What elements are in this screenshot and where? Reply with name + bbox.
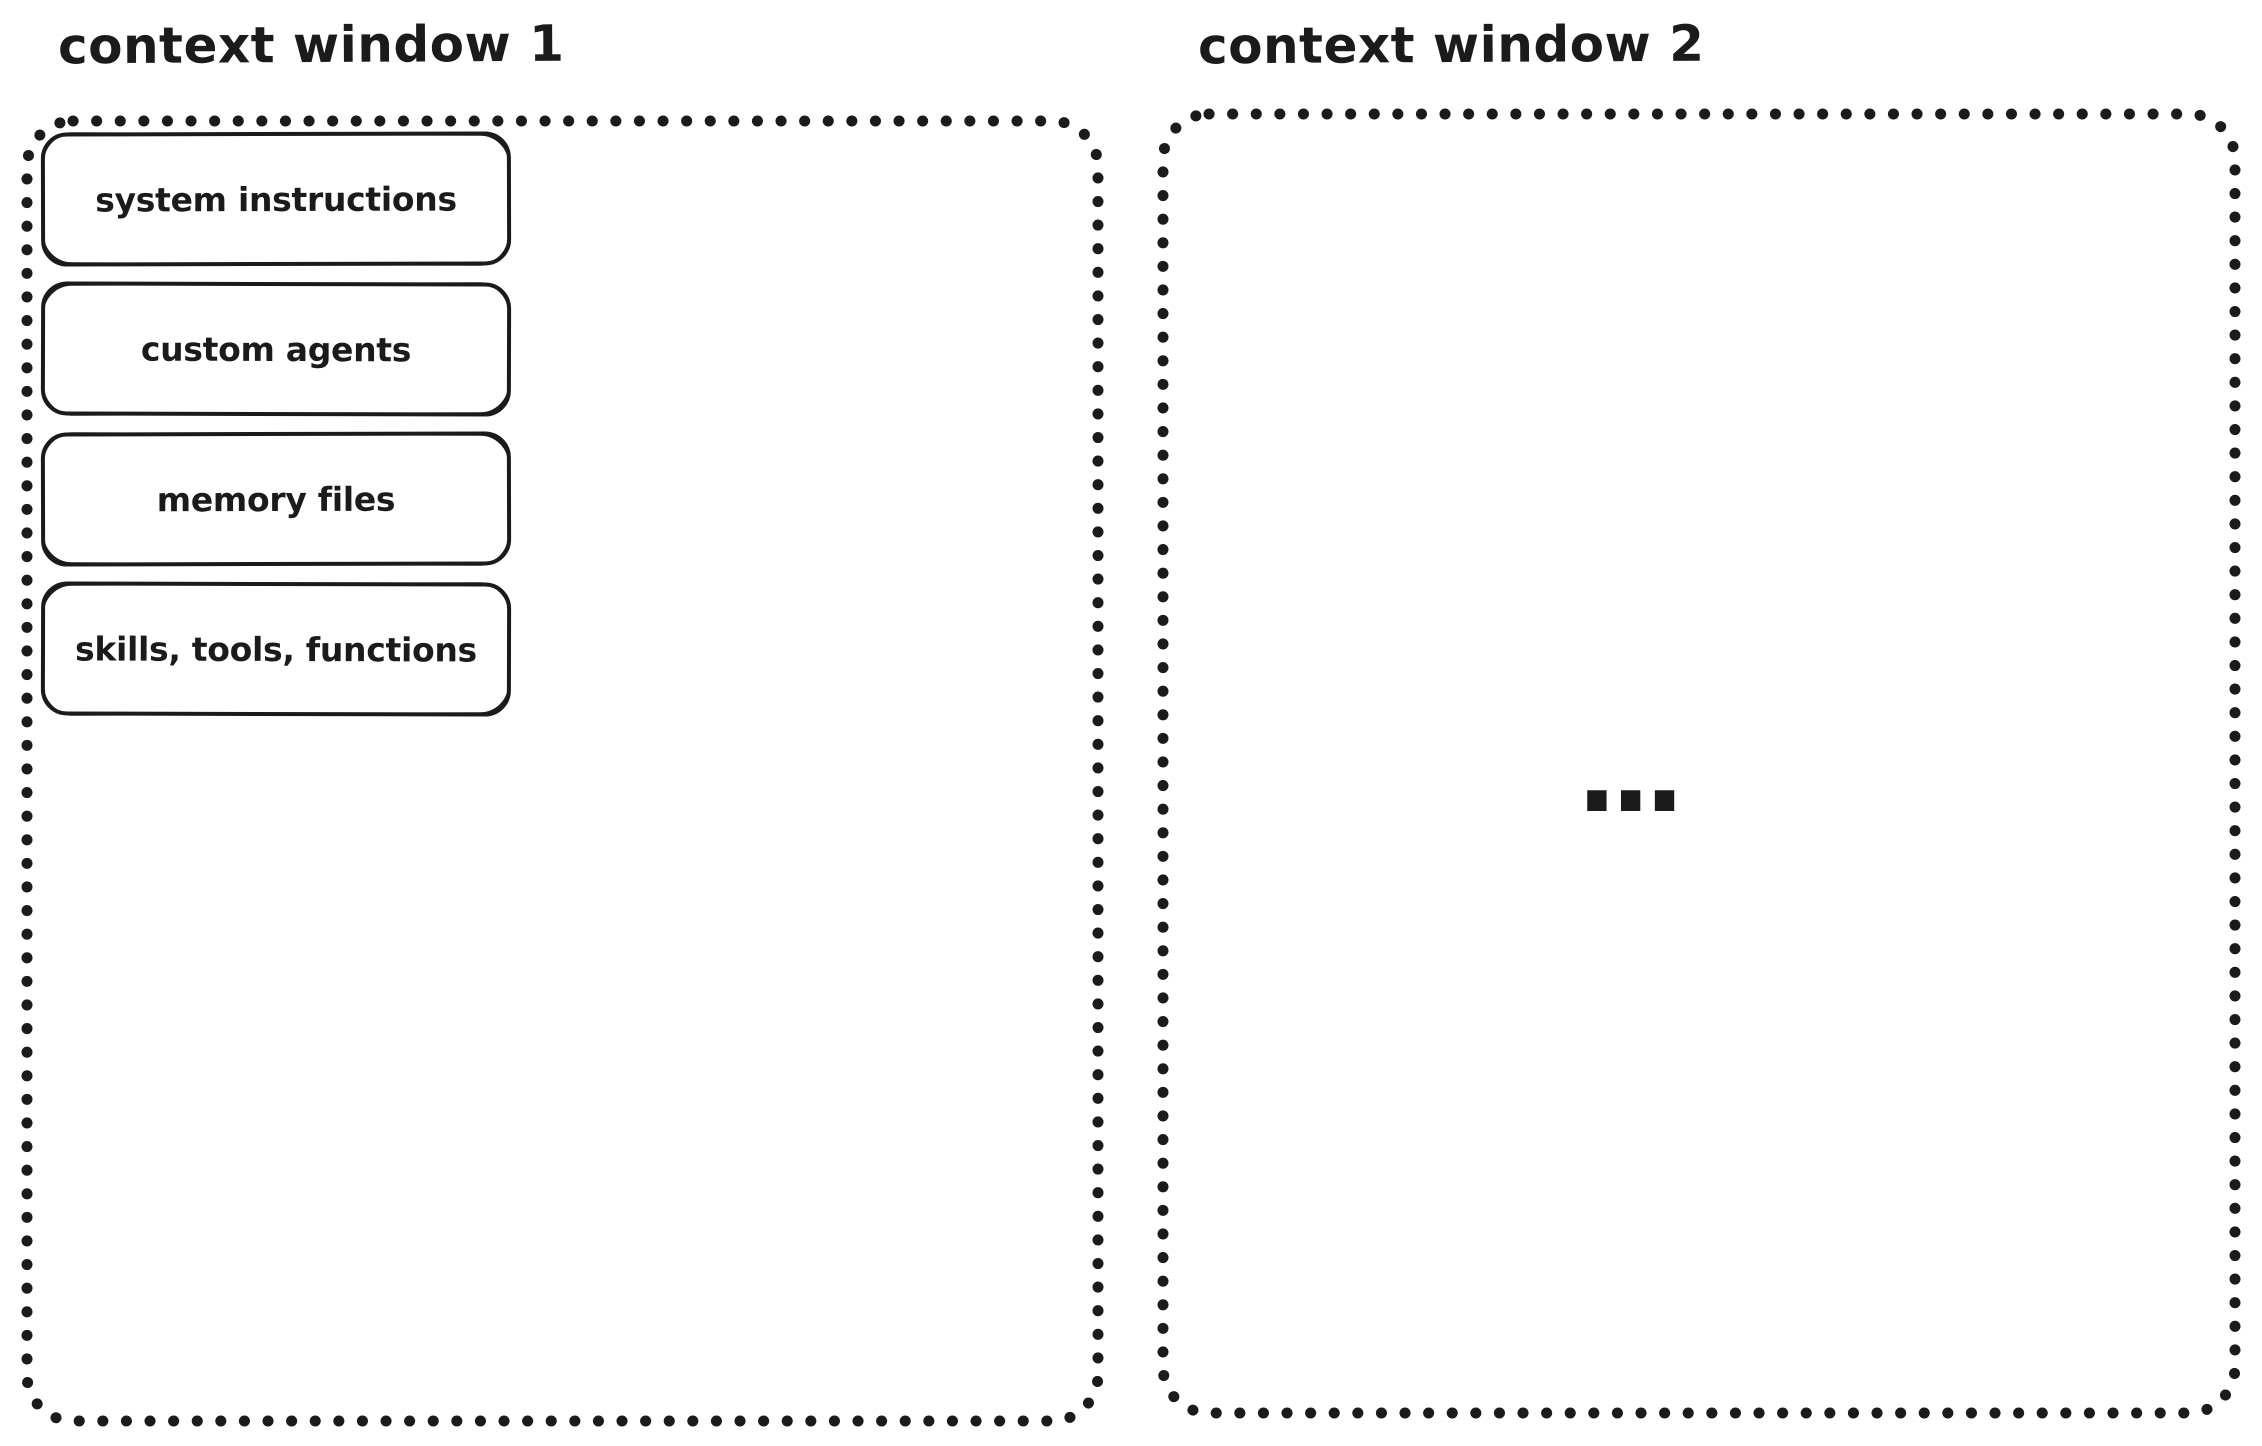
- context-window-1: system instructions custom agents memory…: [20, 114, 1105, 1428]
- box-memory-files: memory files: [40, 431, 512, 567]
- window2-title: context window 2: [1197, 14, 1705, 76]
- window2-dotted-border: [1157, 108, 2241, 1419]
- ellipsis-text: ...: [1576, 709, 1685, 837]
- box-system-instructions: system instructions: [40, 131, 512, 267]
- box-custom-agents: custom agents: [40, 281, 512, 417]
- window1-title: context window 1: [57, 14, 565, 76]
- box-label: custom agents: [140, 329, 412, 369]
- box-label: skills, tools, functions: [74, 628, 477, 670]
- window1-box-stack: system instructions custom agents memory…: [40, 131, 512, 717]
- box-skills-tools-functions: skills, tools, functions: [40, 581, 512, 717]
- context-window-2: ...: [1156, 107, 2242, 1420]
- box-label: memory files: [156, 479, 396, 519]
- box-label: system instructions: [95, 179, 457, 219]
